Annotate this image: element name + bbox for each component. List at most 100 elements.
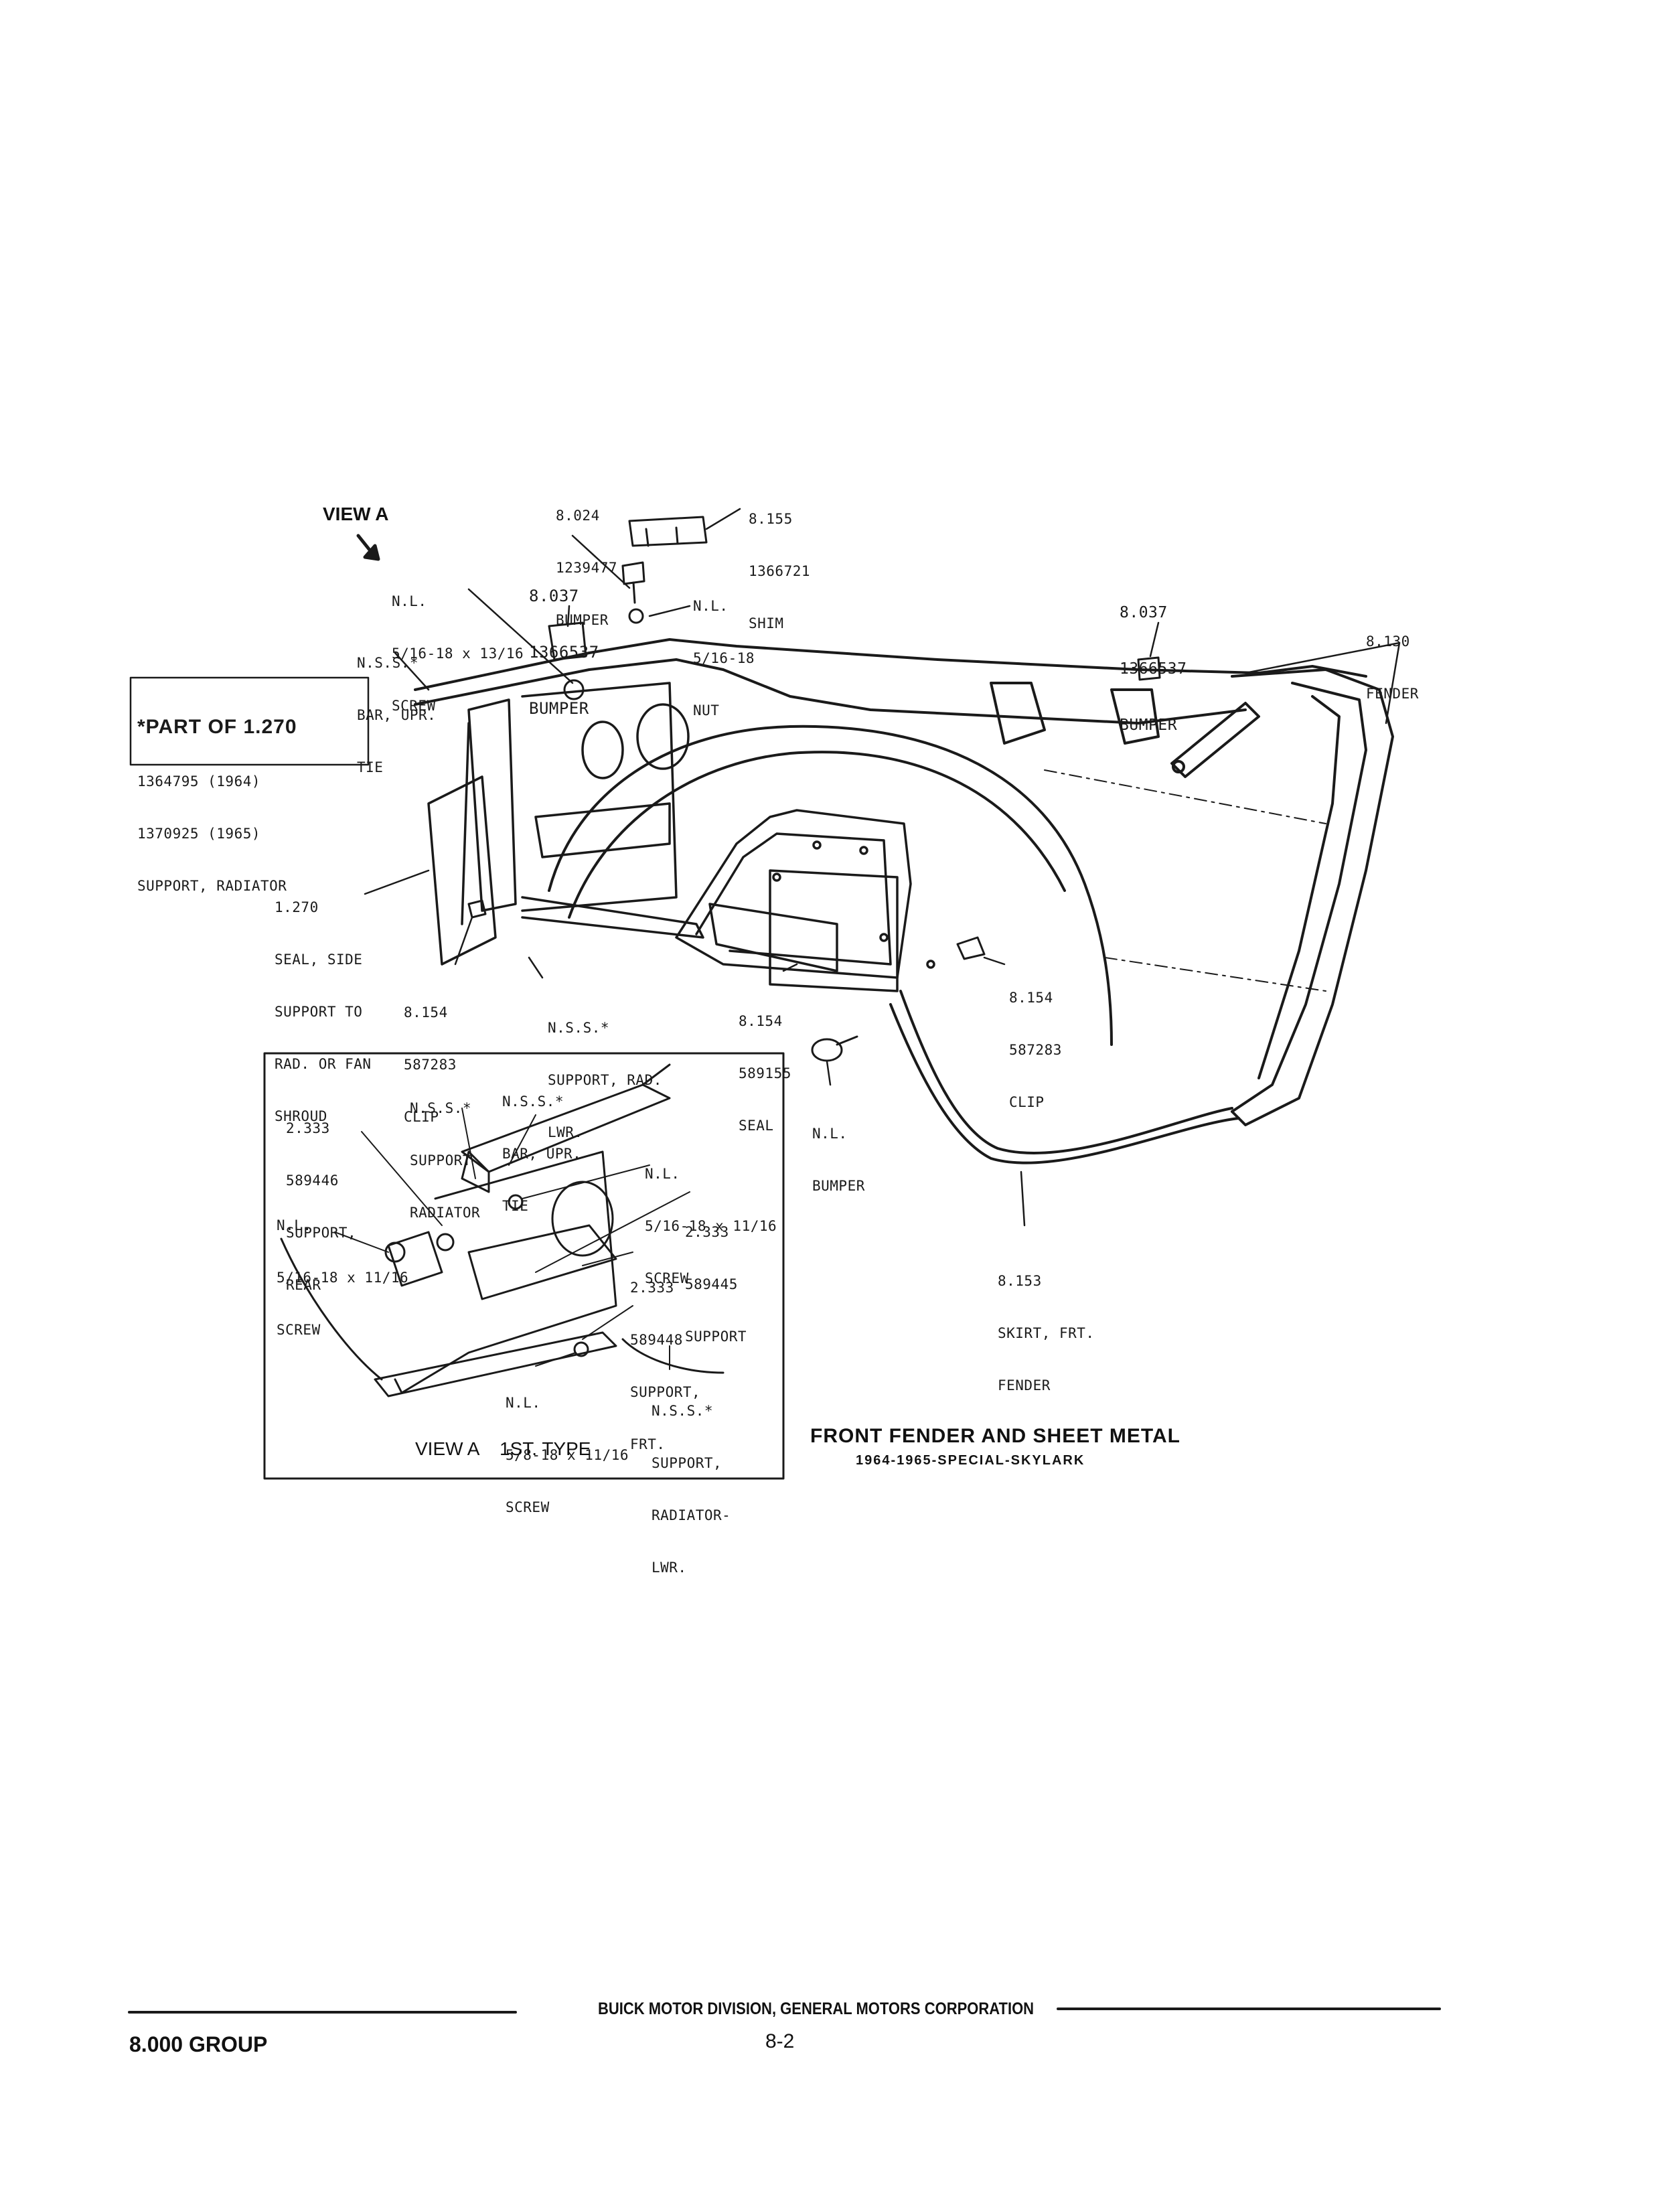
callout-line: SCREW (645, 1270, 689, 1286)
part-of-line-2: 1370925 (1965) (137, 826, 261, 842)
callout-line: LWR. (548, 1124, 583, 1140)
callout-line: 8.154 (404, 1004, 448, 1020)
part-of-line-1: 1364795 (1964) (137, 773, 261, 789)
callout-line: SUPPORT TO (275, 1004, 363, 1020)
callout-line: 8.037 (1120, 604, 1168, 621)
part-of-heading: *PART OF 1.270 (137, 716, 297, 738)
inset-support-rear: 2.333 589446 SUPPORT, REAR (286, 1085, 356, 1329)
callout-line: SCREW (506, 1499, 550, 1515)
callout-line: SUPPORT (685, 1329, 747, 1345)
diagram-subtitle: 1964-1965-SPECIAL-SKYLARK (856, 1453, 1085, 1468)
callout-line: 5/16-18 x 11/16 (645, 1218, 777, 1234)
callout-line: N.S.S.* (502, 1093, 564, 1110)
phantom-lines (1044, 769, 1326, 992)
callout-line: BUMPER (1120, 716, 1178, 734)
callout-line: N.S.S.* (357, 655, 419, 671)
callout-line: N.S.S.* (652, 1403, 714, 1419)
callout-line: BUMPER (812, 1178, 865, 1194)
leader-lines (364, 508, 1401, 1227)
callout-line: 589446 (286, 1172, 339, 1189)
view-a-inset-drawing (280, 1063, 724, 1397)
callout-shim: 8.155 1366721 SHIM (749, 475, 810, 667)
callout-line: SUPPORT, (652, 1455, 722, 1471)
callout-line: FENDER (1366, 686, 1419, 702)
callout-bumper-left: 8.037 1366537 BUMPER (529, 549, 599, 755)
callout-line: N.L. (277, 1217, 312, 1233)
callout-line: FENDER (998, 1377, 1051, 1393)
callout-line: RAD. OR FAN (275, 1056, 372, 1072)
callout-line: 2.333 (685, 1224, 729, 1240)
callout-line: 1366721 (749, 563, 811, 579)
callout-line: N.L. (506, 1395, 541, 1411)
callout-line: N.L. (693, 598, 729, 614)
footer-division: BUICK MOTOR DIVISION, GENERAL MOTORS COR… (598, 1999, 1035, 2018)
callout-line: REAR (286, 1277, 321, 1293)
callout-line: N.L. (645, 1166, 680, 1182)
callout-line: SEAL (739, 1118, 774, 1134)
callout-line: BAR, UPR. (502, 1146, 582, 1162)
callout-line: 2.333 (630, 1280, 674, 1296)
callout-line: CLIP (1009, 1094, 1045, 1110)
callout-line: TIE (502, 1198, 529, 1214)
inset-screw-bottom: N.L. 5/8-18 x 11/16 SCREW (506, 1359, 629, 1551)
callout-line: N.S.S.* (548, 1020, 610, 1036)
callout-line: N.S.S.* (410, 1100, 472, 1116)
callout-line: SUPPORT (410, 1152, 472, 1168)
callout-skirt: 8.153 SKIRT, FRT. FENDER (998, 1237, 1095, 1429)
inset-screw-left: N.L. 5/16-18 x 11/16 SCREW (277, 1182, 408, 1373)
callout-line: 8.153 (998, 1273, 1042, 1289)
callout-line: BUMPER (529, 699, 589, 718)
callout-line: 587283 (404, 1057, 457, 1073)
callout-bumper-right: 8.037 1366537 BUMPER (1120, 566, 1187, 772)
callout-line: 5/16-18 x 11/16 (277, 1270, 409, 1286)
callout-screw-top: N.L. 5/16-18 x 13/16 SCREW (392, 558, 524, 749)
callout-line: 589445 (685, 1276, 738, 1292)
small-parts (467, 516, 1161, 1062)
view-a-pointer-label: VIEW A (323, 504, 389, 524)
callout-line: 5/8-18 x 11/16 (506, 1447, 629, 1463)
callout-bar-upr-tie: N.S.S.* BAR, UPR. TIE (357, 619, 436, 811)
part-of-box (129, 676, 370, 766)
diagram-title: FRONT FENDER AND SHEET METAL (810, 1425, 1180, 1447)
callout-line: SUPPORT, (630, 1384, 701, 1400)
callout-line: 8.155 (749, 511, 793, 527)
part-of-line-3: SUPPORT, RADIATOR (137, 878, 287, 894)
footer-group: 8.000 GROUP (129, 2032, 268, 2056)
callout-line: SEAL, SIDE (275, 952, 363, 968)
callout-line: RADIATOR- (652, 1507, 731, 1523)
callout-line: 1239477 (556, 560, 618, 576)
callout-line: SHIM (749, 615, 784, 631)
callout-line: SHROUD (275, 1108, 327, 1124)
inset-bar-upr-tie: N.S.S.* BAR, UPR. TIE (502, 1058, 581, 1250)
callout-line: 8.154 (739, 1013, 783, 1029)
callout-line: 8.037 (529, 587, 579, 605)
fender-outline (414, 638, 1394, 1164)
callout-nut: N.L. 5/16-18 NUT (693, 562, 755, 754)
callout-line: NUT (693, 702, 720, 718)
side-seal (427, 775, 497, 966)
inset-screw-right: N.L. 5/16-18 x 11/16 SCREW (645, 1130, 777, 1322)
callout-line: SUPPORT, (286, 1225, 357, 1241)
callout-clip-left: 8.154 587283 CLIP (404, 969, 457, 1160)
callout-line: 1366537 (529, 643, 599, 662)
callout-line: 589448 (630, 1332, 683, 1348)
callout-line: 8.154 (1009, 990, 1053, 1006)
callout-line: 5/16-18 (693, 650, 755, 666)
callout-fender: 8.130 FENDER (1366, 598, 1419, 737)
callout-bumper-top: 8.024 1239477 BUMPER (556, 472, 617, 664)
callout-line: SCREW (392, 698, 436, 714)
callout-line: N.L. (392, 593, 427, 609)
callout-line: RADIATOR (410, 1205, 481, 1221)
callout-seal-side: 1.270 SEAL, SIDE SUPPORT TO RAD. OR FAN … (275, 864, 372, 1160)
callout-bumper-nl: N.L. BUMPER (812, 1090, 865, 1229)
callout-line: 2.333 (286, 1120, 330, 1136)
callout-line: 8.130 (1366, 633, 1410, 650)
callout-seal-mid: 8.154 589155 SEAL (739, 978, 791, 1169)
callout-line: 1.270 (275, 899, 319, 915)
callout-clip-right: 8.154 587283 CLIP (1009, 954, 1062, 1146)
callout-line: 8.024 (556, 508, 600, 524)
callout-line: LWR. (652, 1560, 687, 1576)
inset-caption: VIEW A 1ST. TYPE (415, 1438, 591, 1459)
